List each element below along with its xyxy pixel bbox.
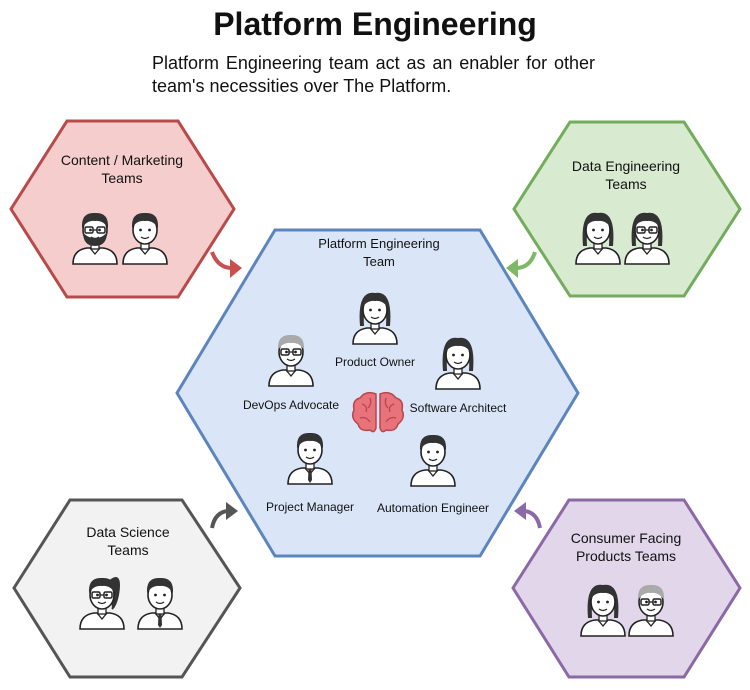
platform-engineering-hexagon [175,228,580,558]
dataeng-team-label-2: Teams [605,176,646,192]
data-engineering-hexagon [512,120,742,298]
datasci-woman-ponytail-icon [79,577,125,630]
project-manager-label: Project Manager [266,500,354,514]
content-marketing-hexagon [9,119,236,299]
arrow-datasci-from-platform [210,502,238,529]
dataeng-team-label-1: Data Engineering [572,158,680,174]
datasci-team-label-1: Data Science [86,524,169,540]
platform-team-label-1: Platform Engineering [318,236,439,251]
brain-icon [351,391,405,433]
software-architect-label: Software Architect [410,401,507,415]
data-science-hexagon [12,498,242,679]
consumer-team-label-2: Products Teams [576,548,676,564]
content-team-label-1: Content / Marketing [61,152,183,168]
dataeng-woman-glasses-icon [624,212,670,265]
page-title: Platform Engineering [213,6,537,42]
devops-advocate-label: DevOps Advocate [243,398,339,412]
platform-team-label-2: Team [363,254,395,269]
page-subtitle: Platform Engineering team act as an enab… [152,53,595,96]
product-owner-label: Product Owner [335,355,415,369]
software-architect-avatar-icon [435,337,481,390]
arrow-dataeng-to-platform [506,251,537,278]
consumer-team-label-1: Consumer Facing [571,530,682,546]
automation-engineer-label: Automation Engineer [377,501,489,515]
product-owner-avatar-icon [352,292,398,345]
consumer-facing-hexagon [511,498,742,679]
consumer-woman-icon [580,584,626,637]
dataeng-woman-icon [575,212,621,265]
arrow-content-to-platform [210,251,242,278]
datasci-team-label-2: Teams [107,542,148,558]
arrow-consumer-from-platform [514,502,542,529]
content-team-label-2: Teams [101,170,142,186]
